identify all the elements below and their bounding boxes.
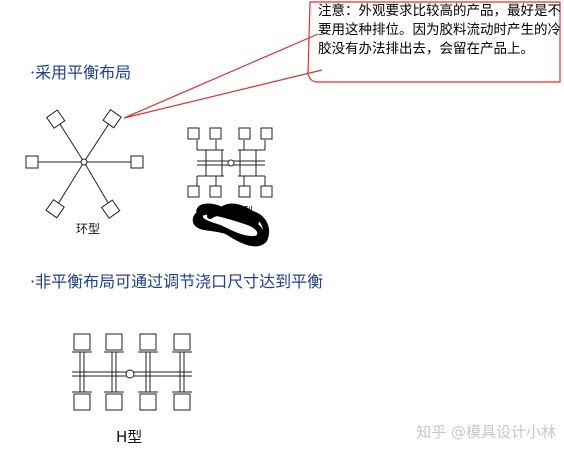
cavity-box	[45, 109, 66, 129]
cavity-box	[260, 127, 273, 140]
sprue-point	[80, 158, 88, 166]
cavity-box	[238, 127, 251, 140]
cavity-box	[73, 393, 91, 411]
callout-text: 注意：外观要求比较高的产品，最好是不要用这种排位。因为胶料流动时产生的冷胶没有办…	[318, 3, 561, 57]
cavity-box	[73, 333, 91, 351]
cavity-box	[238, 185, 251, 198]
unbalanced-layout-title: ·非平衡布局可通过调节浇口尺寸达到平衡	[30, 272, 324, 291]
cavity-box	[187, 127, 200, 140]
cavity-box	[173, 393, 191, 411]
cavity-box	[209, 185, 222, 198]
ring-layout	[25, 108, 144, 219]
callout-pointer	[123, 33, 323, 119]
balanced-layout-title: ·采用平衡布局	[30, 63, 132, 82]
cavity-box	[130, 155, 144, 169]
cavity-box	[209, 127, 222, 140]
cavity-box	[105, 333, 123, 351]
cavity-box	[100, 199, 121, 219]
cavity-box	[25, 155, 39, 169]
sprue-point	[125, 369, 135, 379]
cavity-box	[105, 393, 123, 411]
sprue-point	[227, 159, 235, 167]
watermark: 知乎 @模具设计小林	[416, 423, 556, 441]
cavity-box	[173, 333, 191, 351]
cavity-box	[260, 185, 273, 198]
h-type-label: H型	[116, 428, 143, 446]
h-layout	[72, 333, 192, 411]
scribble-mark	[192, 203, 270, 247]
cavity-box	[139, 333, 157, 351]
ring-type-label: 环型	[76, 222, 101, 236]
callout	[123, 1, 561, 119]
cavity-box	[45, 198, 65, 219]
cavity-box	[139, 393, 157, 411]
cavity-box	[187, 185, 200, 198]
cavity-box	[102, 108, 122, 129]
symmetric-layout	[187, 127, 273, 198]
callout-border	[307, 1, 561, 83]
